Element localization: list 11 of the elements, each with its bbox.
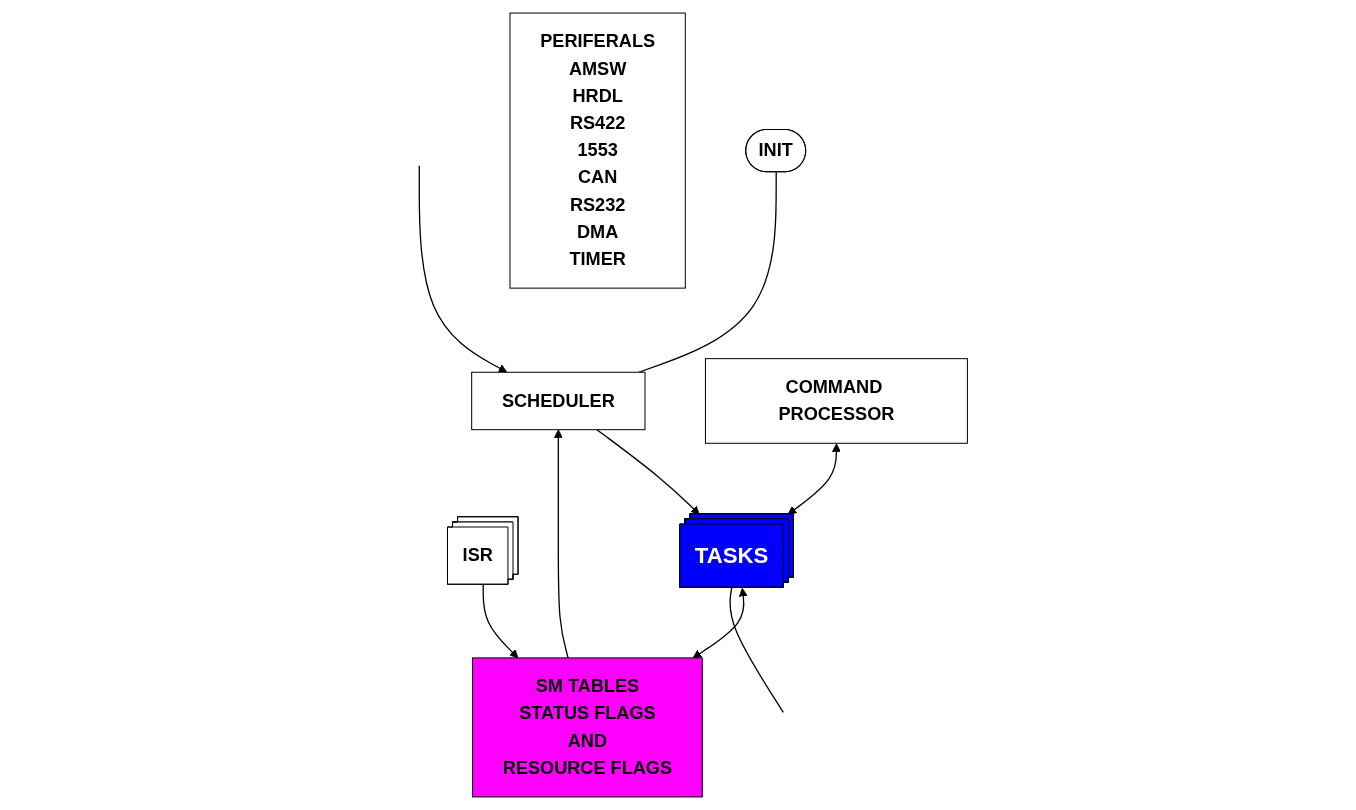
node-box: PERIFERALS AMSW HRDL RS422 1553 CAN RS232 DMA TIMER xyxy=(509,12,686,289)
node-box: SCHEDULER xyxy=(470,371,646,431)
arrow xyxy=(692,587,748,659)
arrow xyxy=(596,429,700,515)
arrow xyxy=(553,429,569,659)
arrow xyxy=(482,584,519,659)
node-box: COMMAND PROCESSOR xyxy=(704,358,968,444)
arrow xyxy=(787,443,841,515)
connector xyxy=(729,587,784,713)
node-box: SM TABLES STATUS FLAGS AND RESOURCE FLAGS xyxy=(471,657,703,798)
arrow xyxy=(418,165,508,373)
